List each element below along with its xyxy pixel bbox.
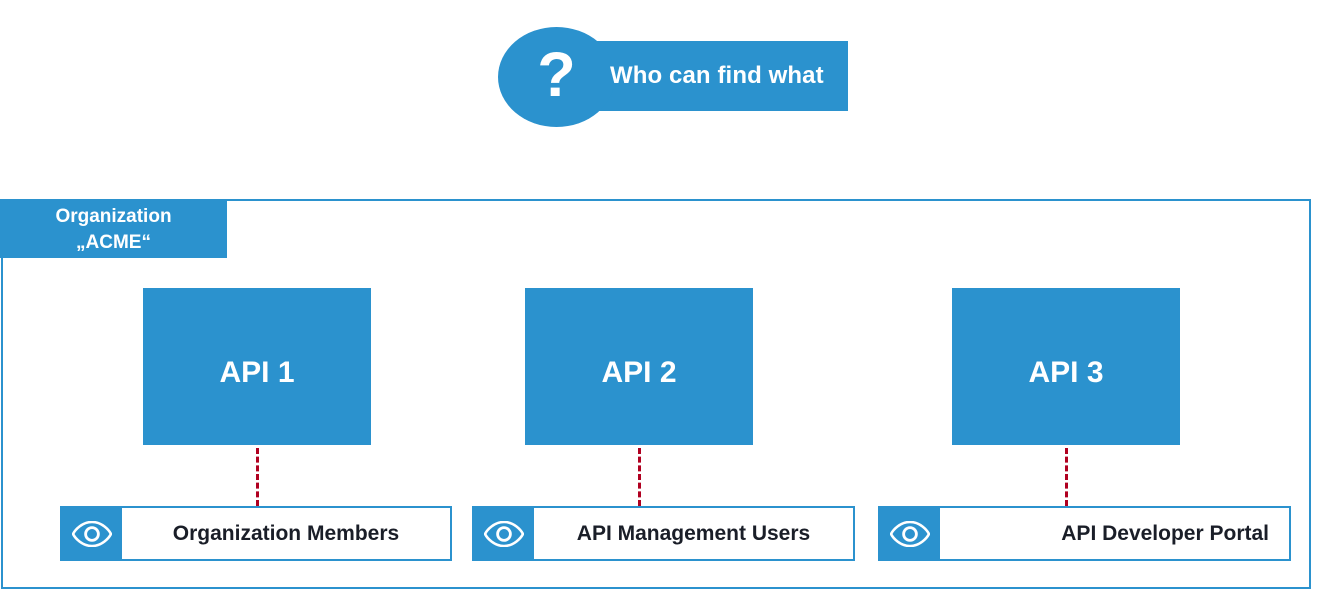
audience-label-1: Organization Members — [172, 521, 400, 545]
callout-circle — [498, 27, 615, 127]
audience-bar-organization-members[interactable]: Organization Members — [60, 506, 452, 561]
connector-api-2 — [638, 448, 641, 506]
api-box-2[interactable]: API 2 — [525, 288, 753, 445]
connector-api-3 — [1065, 448, 1068, 506]
api-box-3[interactable]: API 3 — [952, 288, 1180, 445]
callout-badge: ? Who can find what — [498, 27, 848, 127]
eye-icon — [880, 508, 940, 559]
audience-label-3: API Developer Portal — [1061, 521, 1269, 545]
api-box-1[interactable]: API 1 — [143, 288, 371, 445]
question-mark-icon: ? — [537, 39, 576, 110]
organization-label-line2: „ACME“ — [76, 231, 151, 253]
organization-label-line1: Organization — [55, 206, 172, 227]
audience-bar-api-developer-portal[interactable]: API Developer Portal — [878, 506, 1291, 561]
api-box-3-label: API 3 — [1028, 356, 1104, 389]
eye-icon — [474, 508, 534, 559]
audience-label-2: API Management Users — [576, 521, 811, 545]
api-box-2-label: API 2 — [601, 356, 677, 389]
organization-label: Organization „ACME“ — [0, 199, 227, 258]
callout-title: Who can find what — [610, 62, 824, 89]
audience-bar-api-management-users[interactable]: API Management Users — [472, 506, 855, 561]
eye-icon — [62, 508, 122, 559]
api-box-1-label: API 1 — [219, 356, 295, 389]
connector-api-1 — [256, 448, 259, 506]
